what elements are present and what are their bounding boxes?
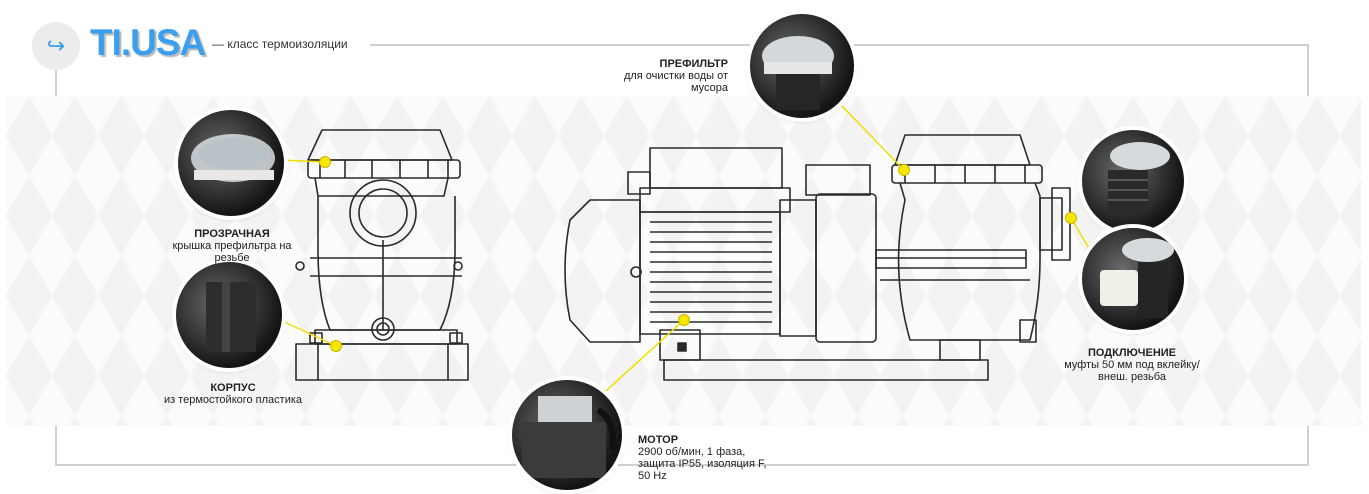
lid-marker [320, 157, 330, 167]
glue-fitting-photo [1082, 228, 1184, 330]
prefilter-photo [750, 14, 854, 118]
back-button[interactable]: ↪ [32, 22, 80, 70]
lid-title: ПРОЗРАЧНАЯ [194, 228, 270, 240]
brand-title: TI.USA [90, 22, 206, 63]
prefilter-description: для очистки воды от мусора [623, 70, 728, 94]
motor-callout: МОТОР 2900 об/мин, 1 фаза, защита IP55, … [638, 434, 778, 482]
housing-photo [176, 262, 282, 368]
housing-description: из термостойкого пластика [163, 394, 303, 406]
header-background [30, 20, 370, 68]
threaded-fitting-photo [1082, 130, 1184, 232]
connection-title: ПОДКЛЮЧЕНИЕ [1087, 347, 1177, 359]
lid-photo [178, 110, 284, 216]
connection-callout: ПОДКЛЮЧЕНИЕ муфты 50 мм под вклейку/ вне… [1062, 347, 1202, 383]
prefilter-title: ПРЕФИЛЬТР [659, 58, 728, 70]
side-view [564, 134, 1071, 381]
motor-photo [512, 380, 622, 490]
lid-description: крышка префильтра на резьбе [172, 240, 292, 264]
lid-callout: ПРОЗРАЧНАЯ крышка префильтра на резьбе [170, 228, 294, 264]
motor-title: МОТОР [638, 434, 679, 446]
prefilter-marker [899, 165, 909, 175]
housing-title: КОРПУС [210, 382, 256, 394]
connection-description: муфты 50 мм под вклейку/ внеш. резьба [1064, 359, 1200, 383]
connection-marker [1066, 213, 1076, 223]
motor-description: 2900 об/мин, 1 фаза, защита IP55, изоляц… [638, 446, 767, 482]
housing-marker [331, 341, 341, 351]
brand-tagline: — класс термоизоляции [212, 37, 348, 51]
return-arrow-icon: ↪ [46, 33, 66, 58]
motor-marker [679, 315, 689, 325]
front-view [295, 129, 469, 381]
prefilter-callout: ПРЕФИЛЬТР для очистки воды от мусора [616, 58, 728, 94]
housing-callout: КОРПУС из термостойкого пластика [158, 382, 308, 406]
